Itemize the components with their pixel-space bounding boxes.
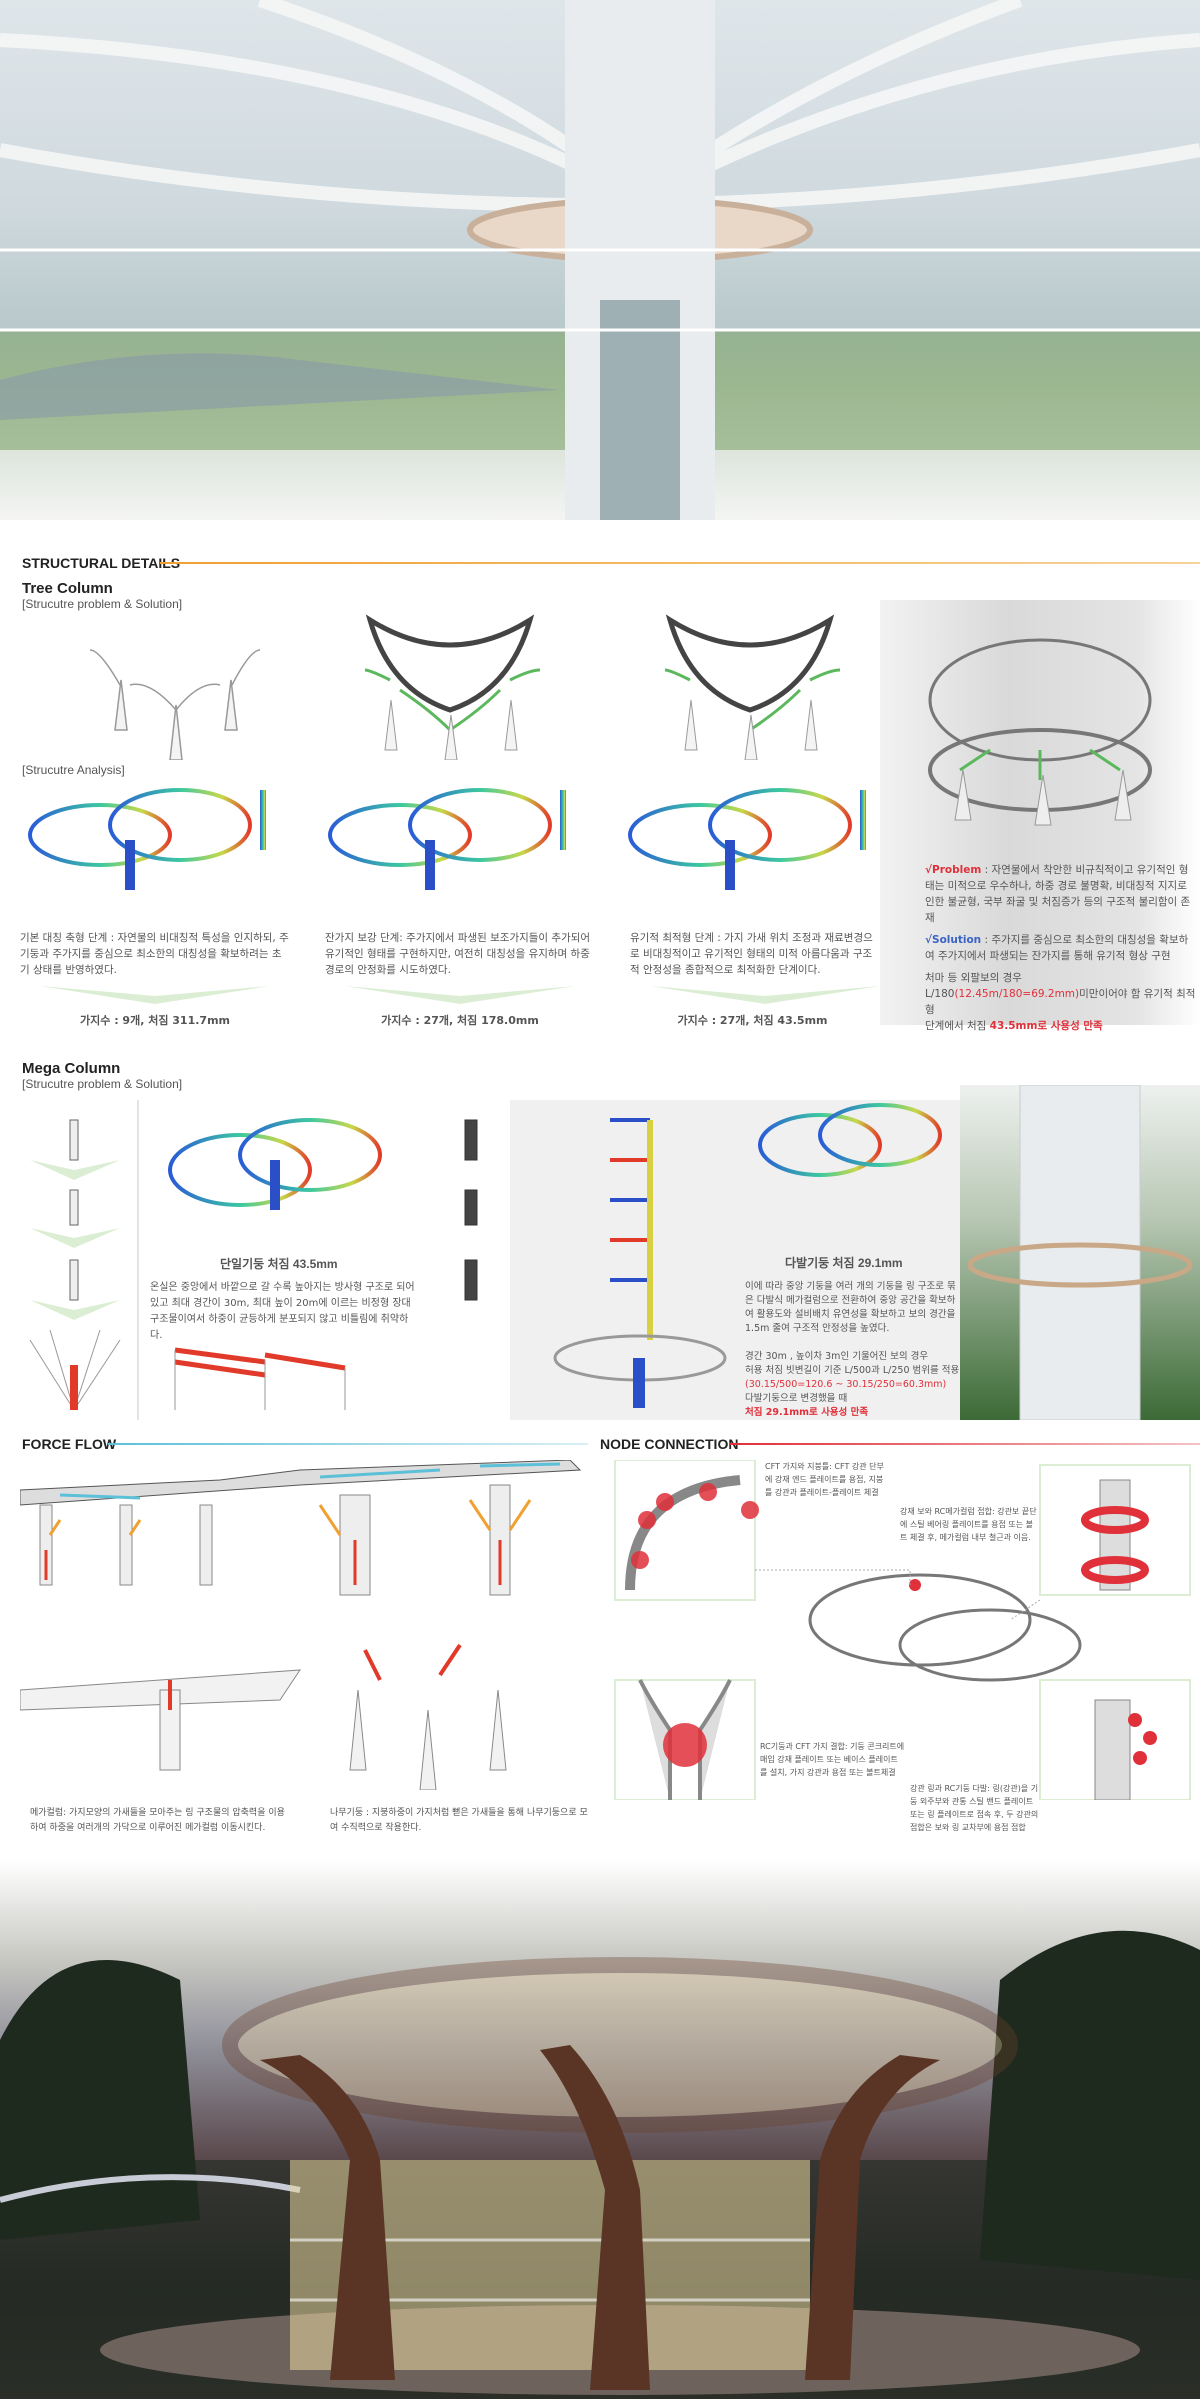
step-3-text: 유기적 최적형 단계 : 가지 가새 위치 조정과 재료변경으로 비대칭적이고 … [630, 932, 873, 976]
mega-column-subtitle: [Strucutre problem & Solution] [22, 1077, 183, 1091]
analysis-subtitle: [Strucutre Analysis] [22, 763, 125, 777]
mega-column-diagrams [29, 1100, 960, 1420]
tree-pavilion-illustration [0, 1930, 1200, 2399]
node-connection-diagrams [614, 1460, 1191, 1800]
section-title-force-flow: FORCE FLOW [22, 1436, 117, 1452]
force-flow-diagrams [20, 1460, 582, 1790]
mega-column-title: Mega Column [22, 1060, 121, 1077]
mega-column-photo [960, 1084, 1200, 1421]
node-2-text: 강재 보와 RC메가컬럼 접합: 강관보 끝단에 스틸 베어링 플레이트를 용접… [900, 1507, 1037, 1542]
single-column-title: 단일기둥 처짐 43.5mm [220, 1257, 338, 1271]
problem-label: √Problem [925, 864, 982, 876]
chevron-down-icons [40, 986, 880, 1004]
exterior-night-render [0, 1860, 1200, 2399]
node-4-text: 강관 링과 RC기둥 다발: 링(강관)을 기둥 외주부와 관통 스틸 밴드 플… [910, 1784, 1039, 1832]
solution-label: √Solution [925, 934, 982, 946]
node-1-text: CFT 가지와 지붕틀: CFT 강관 단부에 강재 엔드 플레이트를 용접, … [765, 1462, 884, 1497]
step-1-value: 가지수 : 9개, 처짐 311.7mm [80, 1014, 230, 1027]
problem-solution-panel: √Problem : 자연물에서 착안한 비규칙적이고 유기적인 형태는 미적으… [880, 600, 1200, 1032]
structural-analysis-images [28, 788, 866, 890]
problem-text: √Problem : 자연물에서 착안한 비규칙적이고 유기적인 형태는 미적으… [925, 864, 1191, 924]
force-flow-divider [108, 1443, 588, 1445]
node-3-text: RC기둥과 CFT 가지 결합: 기둥 콘크리트에 매입 강재 플레이트 또는 … [760, 1742, 905, 1777]
single-column-text: 온실은 중앙에서 바깥으로 갈 수록 높아지는 방사형 구조로 되어있고 최대 … [150, 1282, 415, 1341]
multi-column-text: 이에 따라 중앙 기둥을 여러 개의 기둥을 링 구조로 묶은 다발식 메가컬럼… [745, 1281, 960, 1418]
node-connection-divider [730, 1443, 1200, 1445]
multi-column-title: 다발기둥 처짐 29.1mm [785, 1256, 903, 1270]
tree-column-diagrams [89, 614, 841, 760]
step-2-value: 가지수 : 27개, 처짐 178.0mm [381, 1014, 539, 1027]
tree-column-3d-illustration [928, 638, 1152, 826]
step-2-text: 잔가지 보강 단계: 주가지에서 파생된 보조가지들이 추가되어 유기적인 형태… [325, 932, 591, 976]
step-1-text: 기본 대칭 축형 단계 : 자연물의 비대칭적 특성을 인지하되, 주기둥과 주… [20, 932, 289, 976]
step-3-value: 가지수 : 27개, 처짐 43.5mm [677, 1014, 828, 1027]
section-title-structural: STRUCTURAL DETAILS [22, 555, 181, 571]
hero-interior-render [0, 0, 1200, 520]
mega-column-force-text: 메가컬럼: 가지모양의 가새들을 모아주는 링 구조물의 압축력을 이용하여 하… [30, 1808, 285, 1833]
interior-illustration [0, 0, 1200, 520]
tree-column-subtitle: [Strucutre problem & Solution] [22, 597, 183, 611]
solution-text: √Solution : 주가지를 중심으로 최소한의 대칭성을 확보하여 주가지… [925, 934, 1189, 962]
tree-column-title: Tree Column [22, 580, 113, 597]
section-title-node-connection: NODE CONNECTION [600, 1436, 739, 1452]
tree-column-force-text: 나무기둥 : 지붕하중이 가지처럼 뻗은 가새들을 통해 나무기둥으로 모여 수… [330, 1808, 588, 1833]
section-divider [160, 562, 1200, 564]
